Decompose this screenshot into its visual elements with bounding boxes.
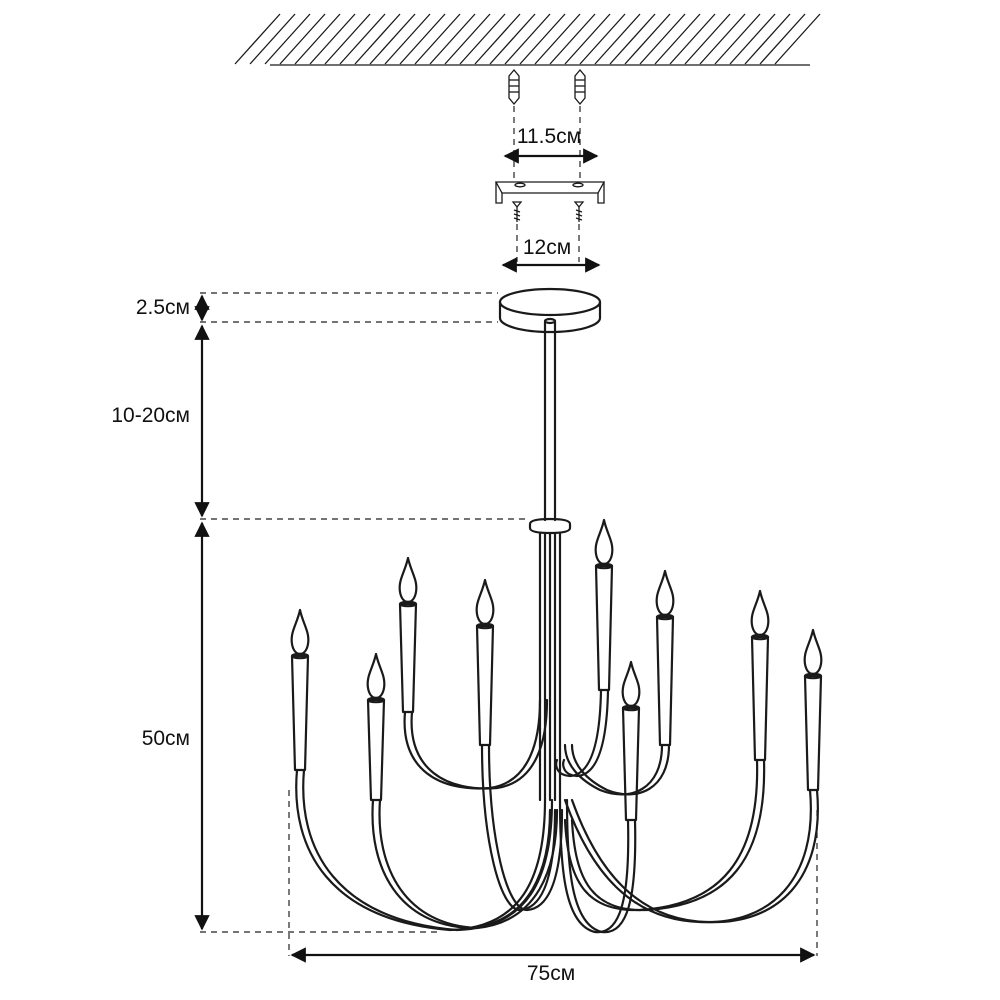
candle-arm — [398, 556, 549, 790]
mounting-bracket — [494, 181, 606, 204]
candle-bulb-icon — [398, 556, 418, 714]
wall-anchor-icon — [508, 68, 520, 106]
canopy-height-label: 2.5см — [136, 296, 190, 319]
vertical-dimension-guides: 2.5см 10-20см 50см — [111, 292, 528, 933]
central-collar — [528, 517, 572, 535]
overall-width-label: 75см — [527, 962, 575, 985]
wall-anchor-icon — [574, 68, 586, 106]
candle-arm — [290, 608, 554, 932]
candle-bulb-icon — [475, 578, 495, 747]
downrod — [543, 317, 557, 522]
candle-bulb-icon — [290, 608, 310, 772]
candle-bulb-icon — [750, 589, 770, 762]
candle-bulb-icon — [594, 518, 614, 692]
bracket-width-dimension: 12см — [501, 236, 601, 273]
candle-bulb-icon — [366, 652, 386, 802]
candle-arm — [555, 518, 614, 778]
ceiling-canopy — [498, 287, 602, 334]
rod-length-label: 10-20см — [111, 404, 190, 427]
candle-arm — [563, 569, 675, 796]
candle-arm — [475, 578, 564, 912]
candle-arm — [563, 628, 823, 924]
mount-hole-spacing-label: 11.5см — [517, 125, 581, 148]
ceiling-hatch — [234, 13, 821, 66]
overall-width-dimension: 75см — [288, 790, 818, 985]
candle-bulb-icon — [655, 569, 675, 747]
candle-arm — [366, 652, 559, 930]
screw-icon — [573, 201, 585, 222]
body-height-label: 50см — [142, 727, 190, 750]
mount-hole-spacing-dimension: 11.5см — [503, 125, 599, 164]
screw-icon — [511, 201, 523, 222]
chandelier-arms — [290, 518, 823, 934]
candle-bulb-icon — [803, 628, 823, 792]
candle-bulb-icon — [621, 660, 641, 822]
bracket-width-label: 12см — [523, 236, 571, 259]
